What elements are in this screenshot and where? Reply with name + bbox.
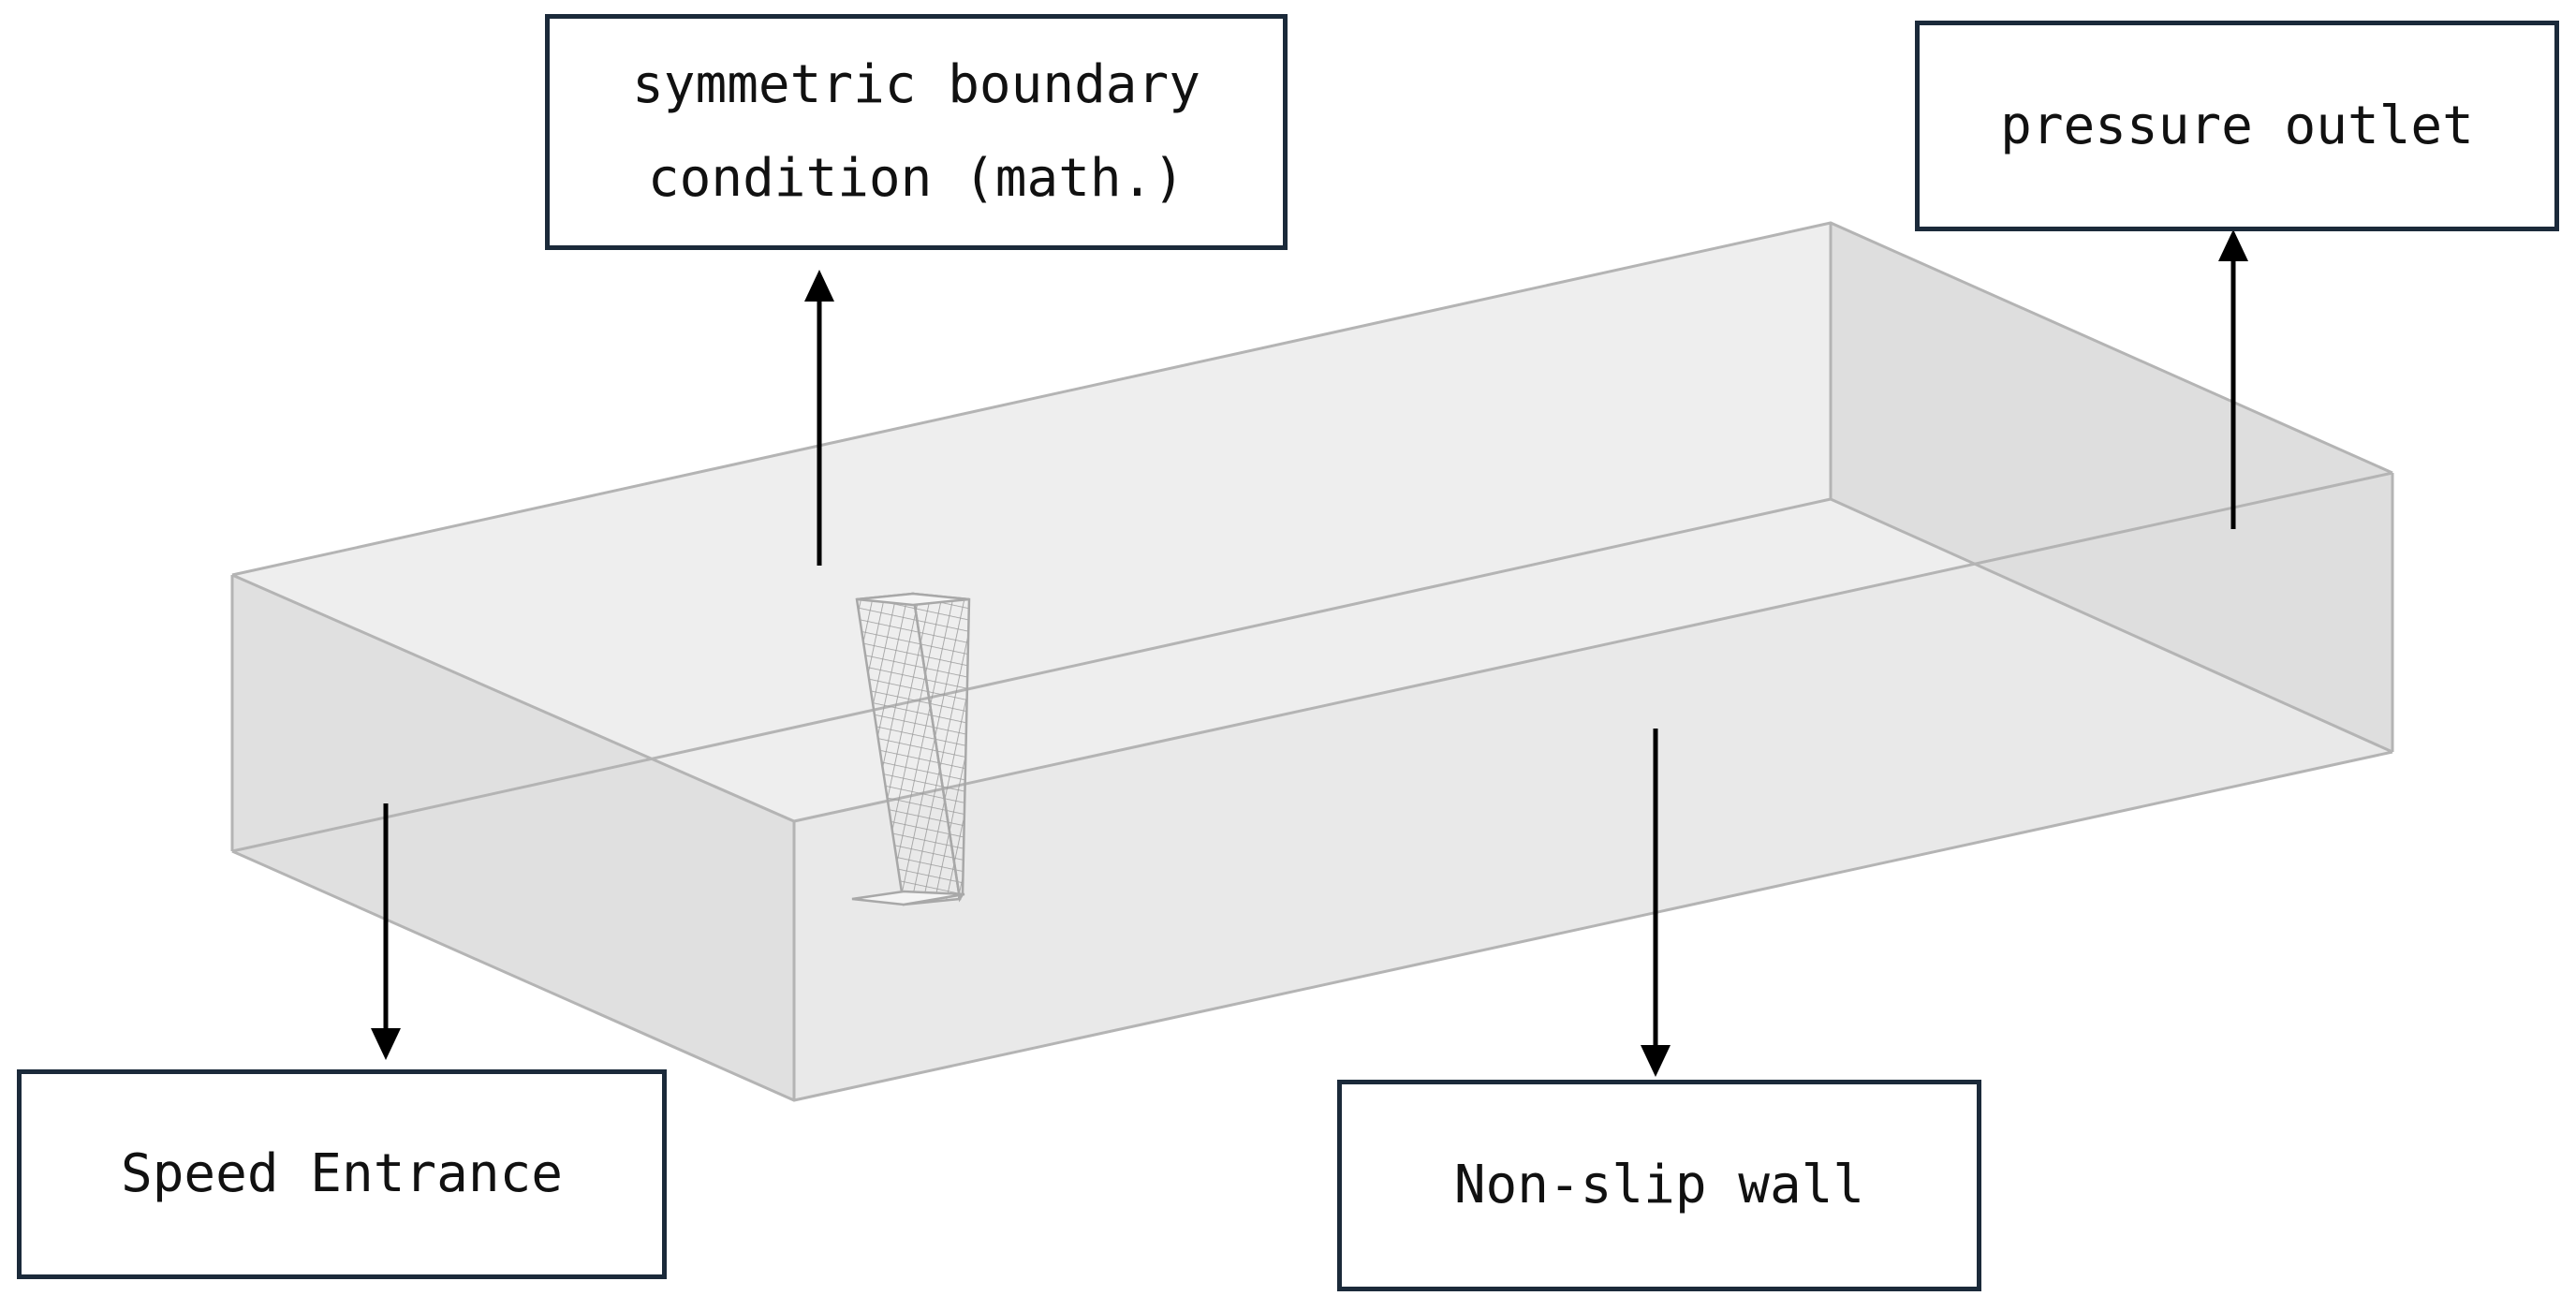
speed-entrance-label-box: Speed Entrance: [17, 1069, 667, 1279]
object-top-cap: [856, 592, 970, 607]
object-bottom-cap: [851, 890, 965, 906]
box-edges: [230, 221, 2394, 1102]
arrow-symmetric-head: [804, 270, 834, 302]
symmetric-boundary-label-line1: symmetric boundary: [632, 54, 1200, 115]
bottom-right-edge: [1830, 497, 2393, 754]
symmetric-boundary-label-line2: condition (math.): [647, 148, 1185, 209]
arrow-speed-head: [371, 1028, 401, 1060]
pressure-outlet-label-box: pressure outlet: [1915, 21, 2559, 231]
arrow-wall-head: [1641, 1045, 1671, 1077]
pressure-outlet-label: pressure outlet: [2000, 95, 2474, 156]
speed-entrance-label: Speed Entrance: [120, 1143, 563, 1204]
arrows: [371, 229, 2248, 1077]
inlet-face: [232, 575, 794, 1100]
non-slip-wall-label: Non-slip wall: [1453, 1155, 1865, 1215]
outlet-face: [1831, 223, 2392, 752]
front-wall-face: [794, 473, 2392, 1100]
bottom-back-edge: [231, 497, 1832, 853]
bottom-front-edge: [231, 750, 2393, 1102]
arrow-pressure-head: [2218, 229, 2248, 261]
non-slip-wall-label-box: Non-slip wall: [1337, 1080, 1981, 1291]
symmetric-boundary-label-box: symmetric boundary condition (math.): [545, 14, 1288, 250]
meshed-object: [851, 592, 971, 906]
domain-box: [230, 221, 2394, 1102]
